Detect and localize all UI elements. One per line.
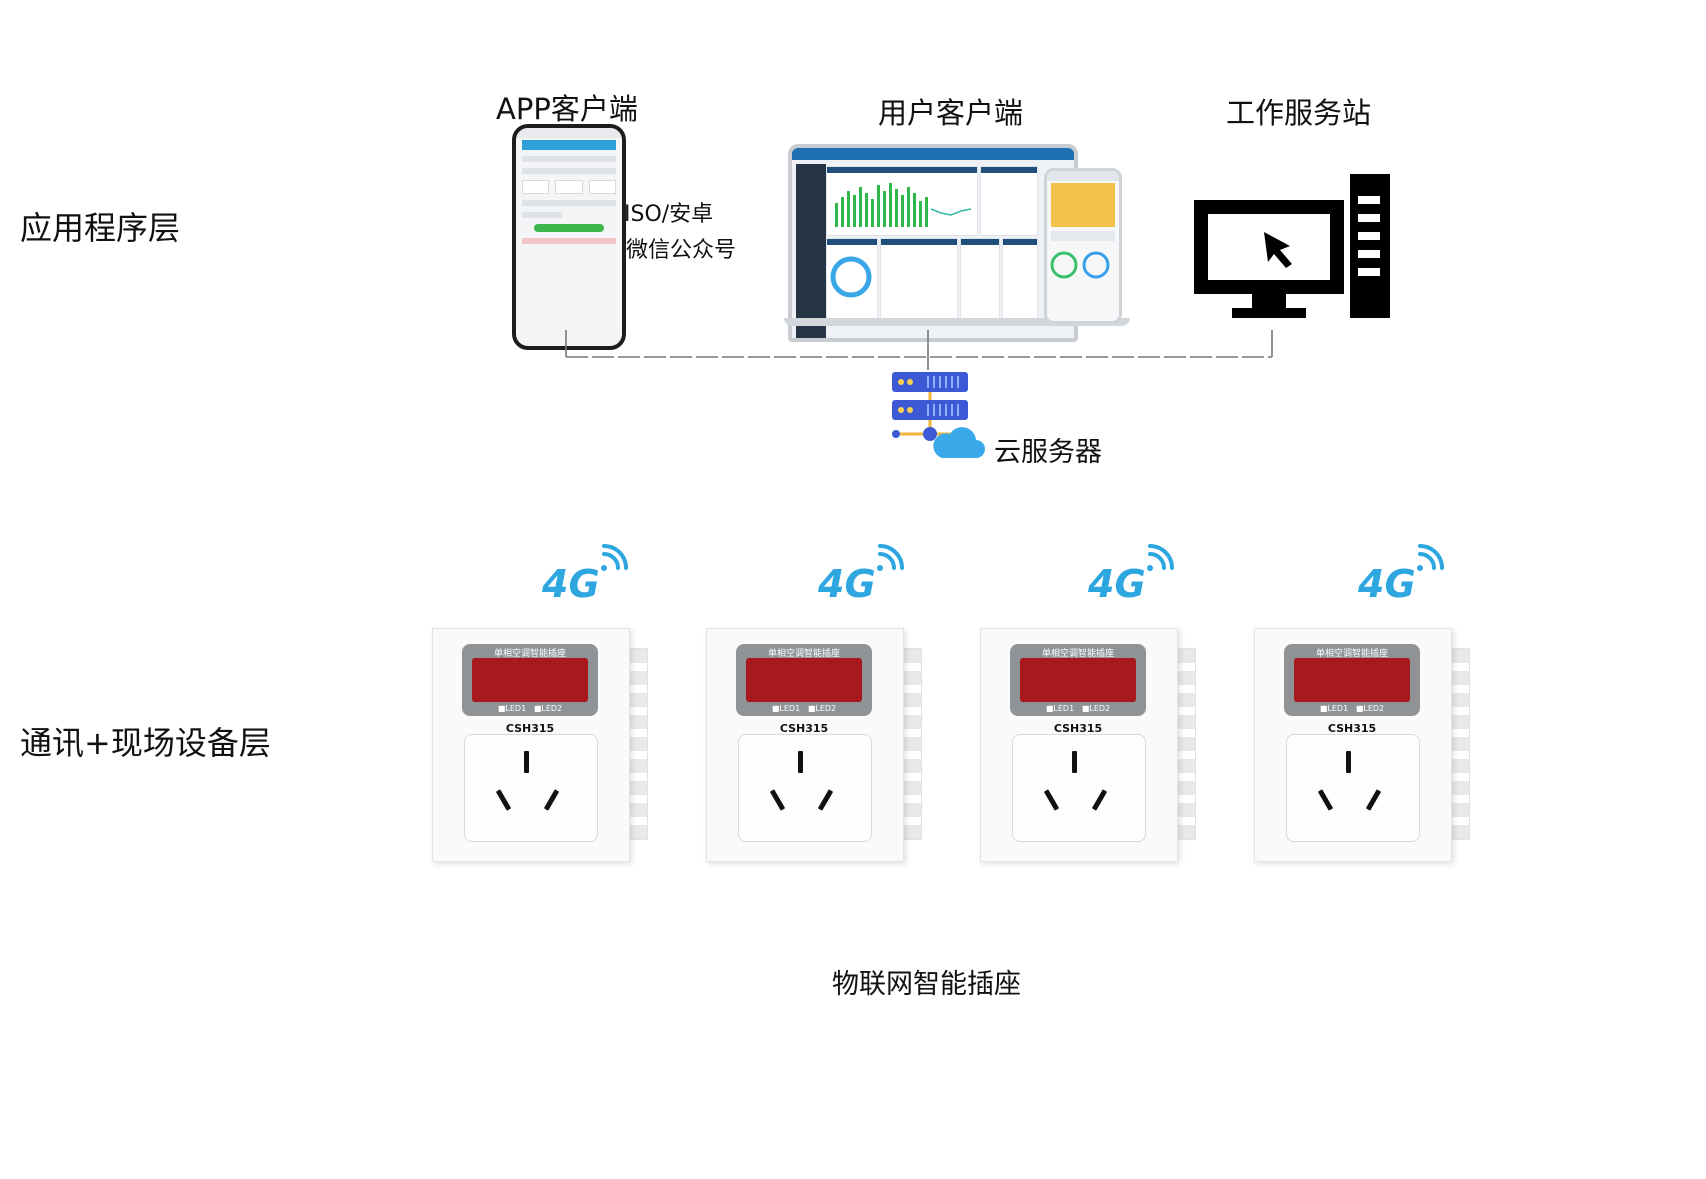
signal-4g-text: 4G	[542, 562, 600, 606]
led1-label: ■LED1	[771, 704, 801, 713]
socket-display-title: 单相空调智能插座	[493, 649, 566, 659]
led2-label: ■LED2	[533, 704, 563, 713]
layer-label-application: 应用程序层	[20, 209, 181, 247]
desktop-computer-icon	[1194, 174, 1390, 318]
app-wechat-label: 微信公众号	[626, 238, 737, 263]
app-client-title: APP客户端	[496, 92, 638, 126]
signal-4g-icon: 4G	[1086, 544, 1178, 612]
led1-label: ■LED1	[1045, 704, 1075, 713]
socket-model: CSH315	[1327, 722, 1377, 735]
user-client-title: 用户客户端	[878, 96, 1024, 130]
signal-4g-icon: 4G	[816, 544, 908, 612]
led2-label: ■LED2	[1081, 704, 1111, 713]
smart-socket-icon: 单相空调智能插座 ■LED1 ■LED2 CSH315	[706, 628, 922, 862]
socket-display-title: 单相空调智能插座	[1041, 649, 1114, 659]
socket-display-title: 单相空调智能插座	[767, 649, 840, 659]
socket-display-title: 单相空调智能插座	[1315, 649, 1388, 659]
network-connection-lines	[565, 330, 1273, 370]
phone-icon	[512, 124, 626, 350]
workstation-title: 工作服务站	[1226, 96, 1372, 130]
socket-model: CSH315	[505, 722, 555, 735]
smart-socket-icon: 单相空调智能插座 ■LED1 ■LED2 CSH315	[1254, 628, 1470, 862]
signal-4g-icon: 4G	[540, 544, 632, 612]
devices-caption: 物联网智能插座	[832, 969, 1021, 1000]
led2-label: ■LED2	[1355, 704, 1385, 713]
tablet-icon	[1044, 168, 1122, 324]
layer-label-field: 通讯+现场设备层	[20, 724, 271, 762]
led1-label: ■LED1	[1319, 704, 1349, 713]
socket-model: CSH315	[779, 722, 829, 735]
server-stack-icon	[892, 372, 968, 441]
socket-leds: ■LED1 ■LED2	[1010, 704, 1146, 713]
socket-leds: ■LED1 ■LED2	[736, 704, 872, 713]
smart-socket-icon: 单相空调智能插座 ■LED1 ■LED2 CSH315	[432, 628, 648, 862]
cloud-server-label: 云服务器	[994, 437, 1102, 468]
laptop-icon	[784, 144, 1134, 342]
socket-leds: ■LED1 ■LED2	[1284, 704, 1420, 713]
smart-socket-icon: 单相空调智能插座 ■LED1 ■LED2 CSH315	[980, 628, 1196, 862]
socket-model: CSH315	[1053, 722, 1103, 735]
signal-4g-icon: 4G	[1356, 544, 1448, 612]
signal-4g-text: 4G	[1358, 562, 1416, 606]
led1-label: ■LED1	[497, 704, 527, 713]
signal-4g-text: 4G	[1088, 562, 1146, 606]
socket-leds: ■LED1 ■LED2	[462, 704, 598, 713]
signal-4g-text: 4G	[818, 562, 876, 606]
led2-label: ■LED2	[807, 704, 837, 713]
cloud-icon	[933, 427, 985, 458]
app-platforms-label: ISO/安卓	[624, 202, 714, 227]
